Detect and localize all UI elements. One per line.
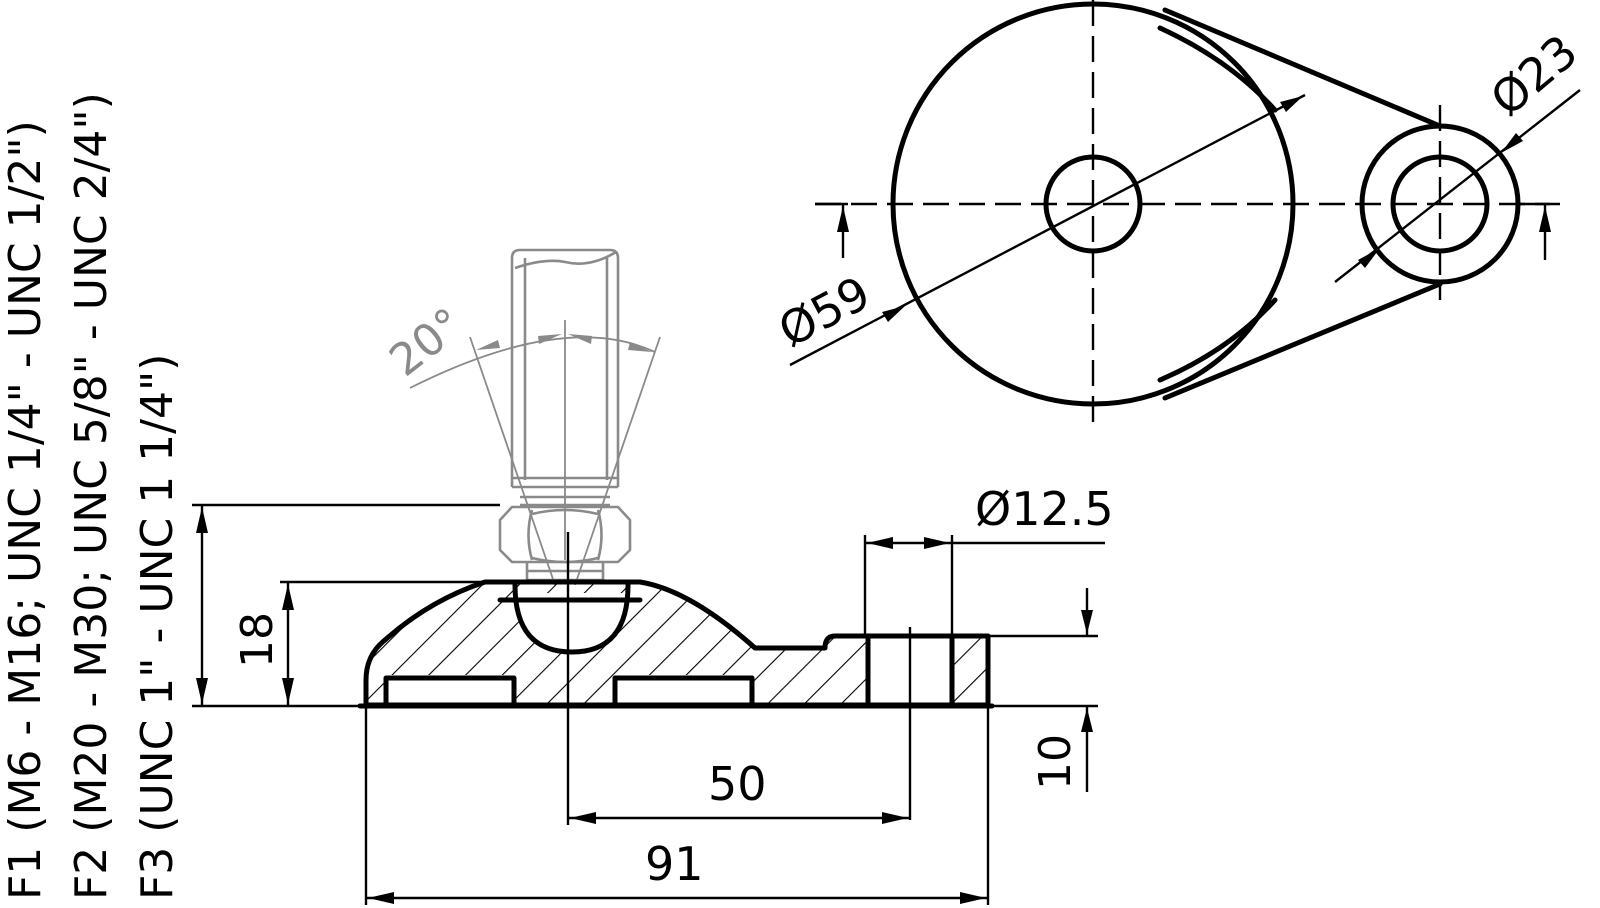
lug-diameter-label: Ø23 xyxy=(1480,24,1587,126)
flange-height-label: 10 xyxy=(1030,734,1081,790)
base-diameter-label: Ø59 xyxy=(770,266,879,358)
dimension-base-height: 18 xyxy=(232,580,500,706)
dimension-mount-hole: Ø12.5 xyxy=(863,482,1114,636)
mount-hole-diameter-label: Ø12.5 xyxy=(975,482,1114,536)
hole-distance-label: 50 xyxy=(708,757,767,811)
base-section-view xyxy=(357,532,995,825)
thread-legend-f2: F2 (M20 - M30; UNC 5/8" - UNC 2/4") xyxy=(66,92,117,900)
threaded-stem-phantom: 20° xyxy=(380,248,661,586)
thread-legend: F1 (M6 - M16; UNC 1/4" - UNC 1/2") F2 (M… xyxy=(0,92,183,900)
thread-legend-f1: F1 (M6 - M16; UNC 1/4" - UNC 1/2") xyxy=(0,120,51,900)
dimension-base-diameter: Ø59 xyxy=(770,93,1306,367)
dimension-overall-length: 91 xyxy=(364,706,990,905)
dimension-hole-distance: 50 xyxy=(568,757,910,824)
base-top-view xyxy=(815,0,1550,430)
base-height-label: 18 xyxy=(232,612,283,668)
tilt-angle-label: 20° xyxy=(380,298,473,386)
dimension-flange-height: 10 xyxy=(988,588,1098,792)
overall-length-label: 91 xyxy=(645,837,704,891)
dimension-overall-height xyxy=(192,503,500,708)
thread-legend-f3: F3 (UNC 1" - UNC 1 1/4") xyxy=(132,354,183,900)
